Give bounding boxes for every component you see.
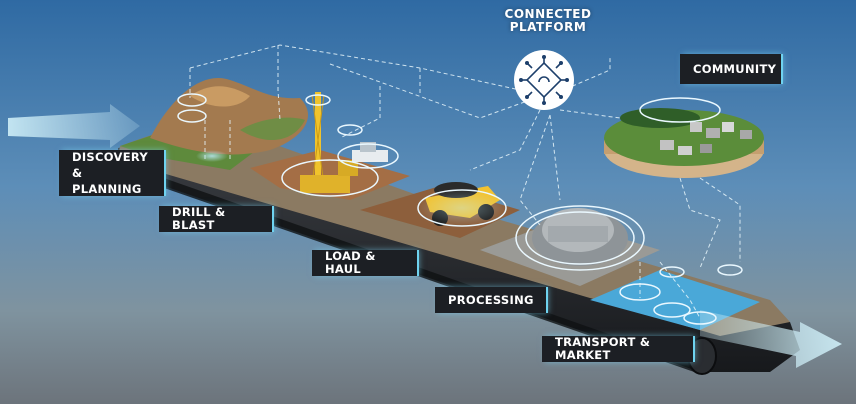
output-arrow bbox=[700, 310, 842, 368]
stage-label-load-haul: LOAD & HAUL bbox=[312, 250, 419, 276]
platform-title: CONNECTED PLATFORM bbox=[504, 7, 592, 34]
connected-network-icon bbox=[514, 50, 574, 110]
community-island bbox=[604, 108, 764, 178]
input-arrow bbox=[8, 104, 140, 148]
stage-label-processing: PROCESSING bbox=[435, 287, 548, 313]
network-connections bbox=[189, 44, 741, 319]
drill-rig bbox=[300, 92, 358, 193]
processing-plant bbox=[532, 208, 628, 266]
community-label: COMMUNITY bbox=[680, 54, 783, 84]
stage-label-discovery: DISCOVERY & PLANNING bbox=[59, 150, 166, 196]
stage-label-drill-blast: DRILL & BLAST bbox=[159, 206, 274, 232]
stage-label-transport-market: TRANSPORT & MARKET bbox=[542, 336, 695, 362]
service-vehicle bbox=[352, 142, 388, 162]
